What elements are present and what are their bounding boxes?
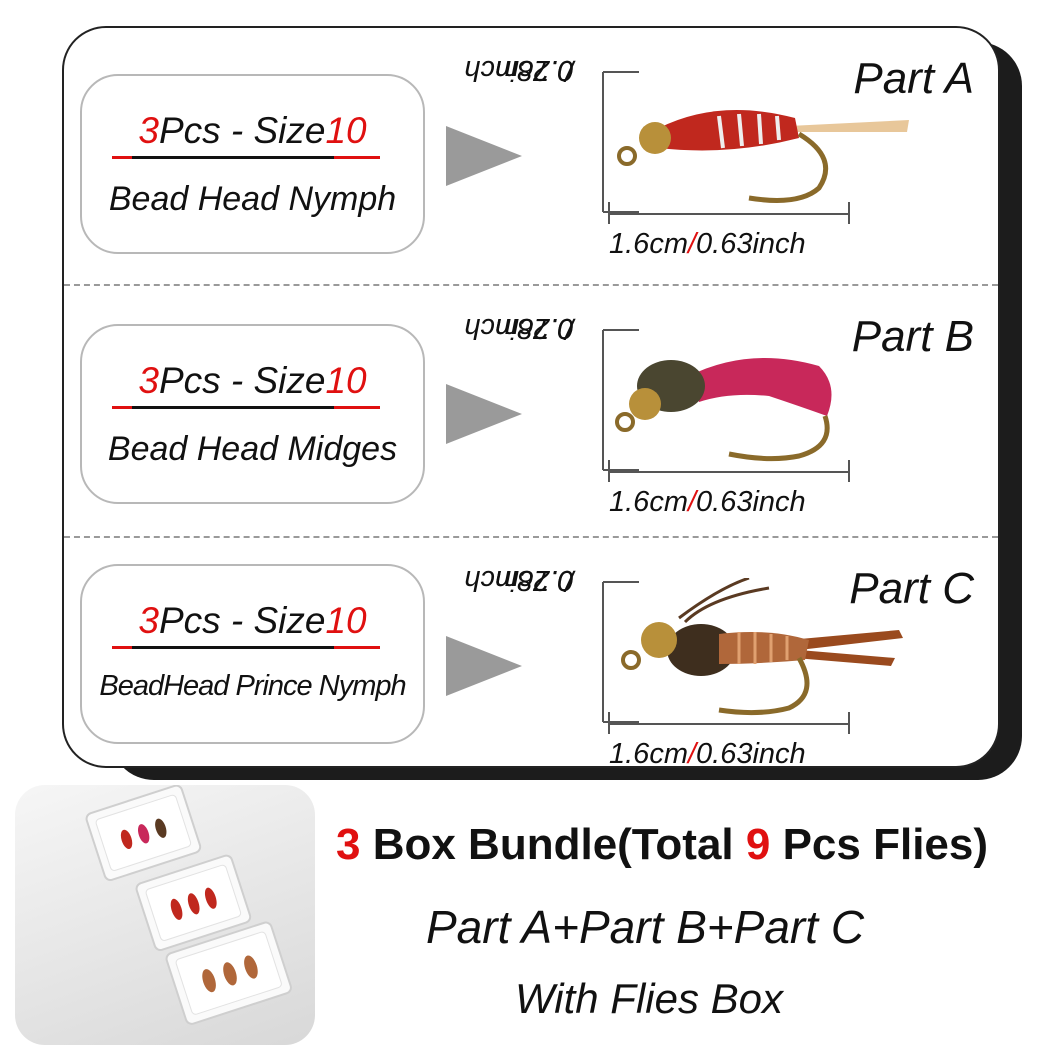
bundle-title: 3 Box Bundle(Total 9 Pcs Flies) xyxy=(336,820,988,870)
variant-row-part-b: 3Pcs - Size10 Bead Head Midges 0.7cm/0.2… xyxy=(64,286,998,538)
fly-image-bead-head-midges xyxy=(602,329,850,482)
fly-image-bead-head-nymph xyxy=(602,71,909,224)
fly-name: Bead Head Midges xyxy=(107,430,398,468)
arrow-right-icon xyxy=(446,636,522,696)
length-measurement: 1.6cm/0.63inch xyxy=(609,228,806,260)
bundle-total: 9 xyxy=(745,820,771,869)
variant-row-part-a: 3Pcs - Size10 Bead Head Nymph 0.7cm/0.28… xyxy=(64,28,998,280)
height-measurement: 0.7cm/0.28inch xyxy=(464,564,574,596)
fly-image-prince-nymph xyxy=(602,578,903,734)
part-label: Part C xyxy=(849,564,974,613)
quantity-value: 3 xyxy=(138,360,159,401)
height-measurement: 0.7cm/0.28inch xyxy=(464,54,574,86)
variant-row-part-c: 3Pcs - Size10 BeadHead Prince Nymph 0.7c… xyxy=(64,538,998,768)
bundle-parts-line: Part A+Part B+Part C xyxy=(426,901,865,953)
part-label: Part A xyxy=(853,54,974,103)
divider xyxy=(64,536,998,538)
variant-label-box: 3Pcs - Size10 Bead Head Midges xyxy=(80,324,425,504)
arrow-right-icon xyxy=(446,126,522,186)
size-value: 10 xyxy=(325,360,367,401)
fly-name: BeadHead Prince Nymph xyxy=(99,670,406,702)
divider xyxy=(64,284,998,286)
arrow-right-icon xyxy=(446,384,522,444)
underline xyxy=(112,646,380,649)
quantity-size-line: 3Pcs - Size10 xyxy=(82,110,423,152)
bundle-count: 3 xyxy=(336,820,361,869)
underline xyxy=(112,406,380,409)
pcs-size-text: Pcs - Size xyxy=(158,110,326,151)
length-measurement: 1.6cm/0.63inch xyxy=(609,486,806,518)
underline xyxy=(112,156,380,159)
size-value: 10 xyxy=(325,600,367,641)
bundle-title-mid: Box Bundle(Total xyxy=(360,820,746,869)
bundle-box-line: With Flies Box xyxy=(515,975,784,1022)
quantity-size-line: 3Pcs - Size10 xyxy=(82,360,423,402)
pcs-size-text: Pcs - Size xyxy=(158,600,326,641)
quantity-value: 3 xyxy=(138,110,159,151)
length-measurement: 1.6cm/0.63inch xyxy=(609,738,806,768)
quantity-size-line: 3Pcs - Size10 xyxy=(82,600,423,642)
bundle-title-end: Pcs Flies) xyxy=(770,820,989,869)
fly-boxes-photo xyxy=(15,785,315,1045)
fly-name: Bead Head Nymph xyxy=(108,180,397,218)
size-value: 10 xyxy=(325,110,367,151)
pcs-size-text: Pcs - Size xyxy=(158,360,326,401)
fly-boxes-illustration xyxy=(85,785,292,1025)
height-measurement: 0.7cm/0.28inch xyxy=(464,312,574,344)
part-label: Part B xyxy=(851,312,974,361)
variant-label-box: 3Pcs - Size10 BeadHead Prince Nymph xyxy=(80,564,425,744)
quantity-value: 3 xyxy=(138,600,159,641)
variant-label-box: 3Pcs - Size10 Bead Head Nymph xyxy=(80,74,425,254)
product-variants-panel: 3Pcs - Size10 Bead Head Nymph 0.7cm/0.28… xyxy=(62,26,1000,768)
